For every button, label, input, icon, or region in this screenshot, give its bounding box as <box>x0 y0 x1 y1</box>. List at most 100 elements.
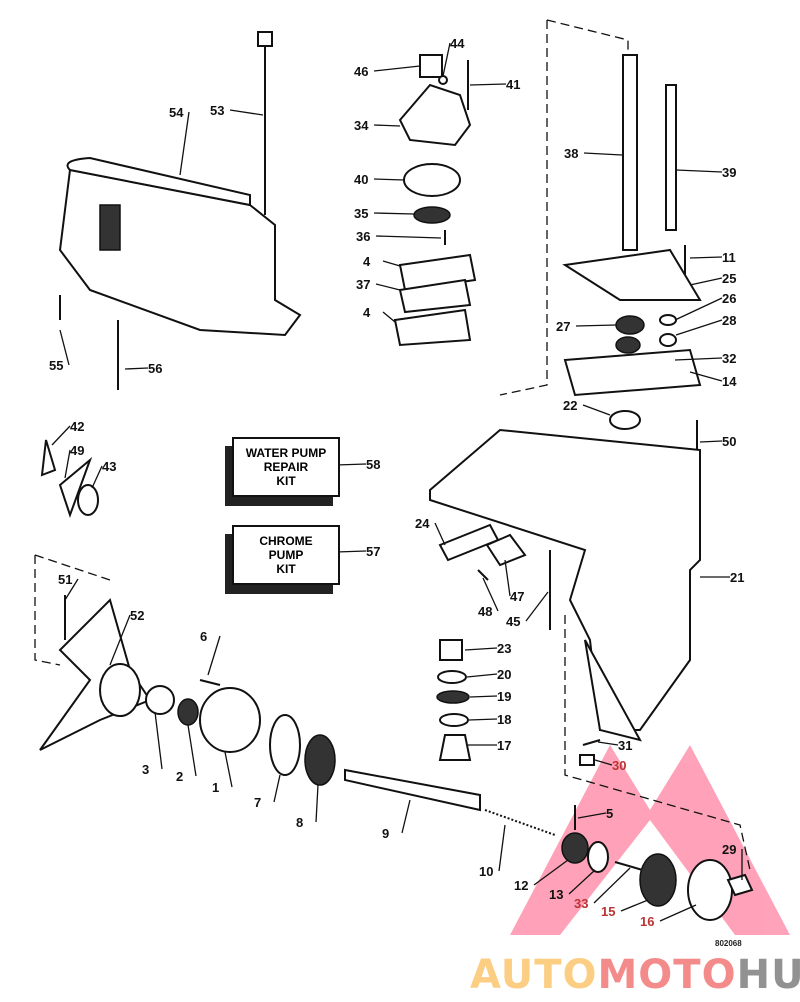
leader-line <box>577 812 607 819</box>
chrome-pump-kit-box: CHROME PUMP KIT <box>232 525 340 585</box>
part-number-label: 48 <box>478 604 492 619</box>
propeller-52 <box>39 598 152 751</box>
part-number-label: 41 <box>506 77 520 92</box>
leader-line <box>335 550 367 553</box>
leader-line <box>59 329 70 366</box>
kit-line: CHROME <box>259 534 313 548</box>
leader-line <box>154 711 163 770</box>
leader-line <box>597 741 619 746</box>
part-number-label: 54 <box>169 105 184 120</box>
part-number-label: 55 <box>49 358 63 373</box>
part-number-label: 20 <box>497 667 511 682</box>
leader-line <box>498 824 506 872</box>
part-number-label: 28 <box>722 313 736 328</box>
kit-line: WATER PUMP <box>245 446 327 460</box>
part-number-label: 11 <box>722 250 736 265</box>
gasket-14 <box>563 348 702 397</box>
leader-line <box>689 256 723 259</box>
leader-line <box>699 440 723 443</box>
part-number-label: 31 <box>618 738 632 753</box>
part-number-label: 9 <box>382 826 389 841</box>
leader-line <box>525 591 549 622</box>
part-number-label: 6 <box>200 629 207 644</box>
water-pump-repair-kit-box: WATER PUMP REPAIR KIT <box>232 437 340 497</box>
part-number-label: 33 <box>574 896 588 911</box>
leader-line <box>375 235 442 239</box>
bearing-housing-1 <box>199 687 261 753</box>
kit-line: REPAIR <box>263 460 309 474</box>
leader-line <box>469 83 507 86</box>
leader-line <box>91 465 103 489</box>
part-number-label: 25 <box>722 271 736 286</box>
part-number-label: 44 <box>450 36 465 51</box>
part-number-label: 26 <box>722 291 736 306</box>
leader-line <box>51 425 71 446</box>
part-number-label: 47 <box>510 589 524 604</box>
kit-line: KIT <box>276 474 296 488</box>
leader-line <box>675 319 723 336</box>
part-number-label: 24 <box>415 516 430 531</box>
leader-line <box>375 283 401 291</box>
part-number-label: 2 <box>176 769 183 784</box>
part-number-label: 34 <box>354 118 369 133</box>
drawing-code: 802068 <box>715 939 742 948</box>
part-number-label: 19 <box>497 689 511 704</box>
part-number-label: 12 <box>514 878 528 893</box>
part-number-label: 14 <box>722 374 737 389</box>
leader-line <box>224 751 233 788</box>
part-number-label: 46 <box>354 64 368 79</box>
propshaft-9 <box>344 768 481 812</box>
adapter-plate <box>562 248 702 301</box>
leader-line <box>482 577 499 612</box>
plate-47 <box>485 533 527 567</box>
leader-line <box>382 311 396 323</box>
leader-line <box>187 724 197 777</box>
leader-line <box>124 367 149 370</box>
watermark-hub: HUB <box>736 952 800 998</box>
anode-24 <box>438 523 500 562</box>
part-number-label: 36 <box>356 229 370 244</box>
part-number-label: 16 <box>640 914 654 929</box>
leader-line <box>575 324 617 327</box>
watermark-moto: MOTO <box>597 952 737 998</box>
part-number-label: 32 <box>722 351 736 366</box>
leader-line <box>373 65 421 72</box>
leader-line <box>594 759 613 766</box>
part-number-label: 1 <box>212 780 219 795</box>
leader-line <box>315 784 319 823</box>
leader-line <box>464 647 498 651</box>
part-number-label: 7 <box>254 795 261 810</box>
bolt-head-53 <box>257 31 273 47</box>
part-number-label: 17 <box>497 738 511 753</box>
part-number-label: 4 <box>363 305 371 320</box>
watermark-text: AUTOMOTOHUB <box>470 952 800 998</box>
part-number-label: 27 <box>556 319 570 334</box>
pinion-17 <box>438 734 472 761</box>
leader-line <box>659 904 697 922</box>
leader-line <box>382 260 401 267</box>
leader-line <box>469 695 498 698</box>
leader-line <box>583 152 623 156</box>
part-number-label: 56 <box>148 361 162 376</box>
pump-group-outline <box>499 19 629 396</box>
part-number-label: 38 <box>564 146 578 161</box>
part-number-label: 42 <box>70 419 84 434</box>
prop-group-outline <box>34 554 111 666</box>
shift-rod <box>665 84 677 231</box>
watermark-auto: AUTO <box>470 952 598 998</box>
bearing-16 <box>687 859 733 921</box>
part-number-label: 39 <box>722 165 736 180</box>
part-number-label: 22 <box>563 398 577 413</box>
part-number-label: 45 <box>506 614 520 629</box>
part-number-label: 5 <box>606 806 613 821</box>
leader-line <box>229 109 264 116</box>
leader-line <box>373 212 415 215</box>
part-number-label: 23 <box>497 641 511 656</box>
leader-line <box>109 614 131 666</box>
leader-line <box>568 869 596 895</box>
leader-line <box>335 463 367 466</box>
part-number-label: 29 <box>722 842 736 857</box>
